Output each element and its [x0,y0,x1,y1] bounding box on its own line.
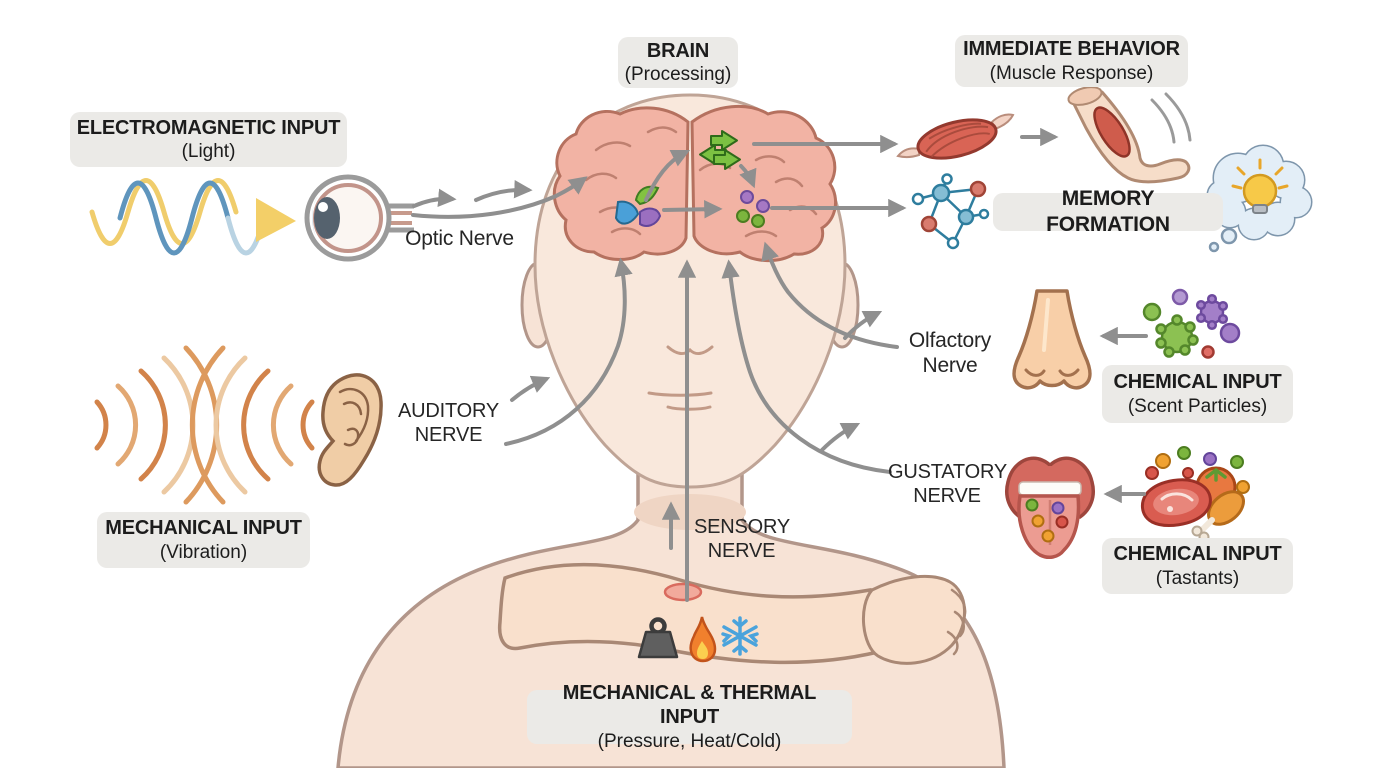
mechanical-input-subtitle: (Vibration) [159,541,248,563]
mouth-tongue-icon [1005,456,1095,560]
chemical-input-scent-title: CHEMICAL INPUT [1113,371,1282,394]
sound-waves-icon [94,345,315,505]
hand-icon [861,574,967,665]
immediate-behavior-title: IMMEDIATE BEHAVIOR [963,38,1180,61]
brain-label-title: BRAIN [646,39,710,62]
sensory-nerve-label: SENSORY NERVE [694,516,791,562]
thought-bubble-icon [1206,144,1313,253]
chemical-input-tastants-title: CHEMICAL INPUT [1113,543,1282,566]
lightbulb-icon [1231,158,1289,214]
gustatory-nerve-label: GUSTATORY NERVE [888,461,1007,507]
brain-label: BRAIN (Processing) [618,37,738,88]
fire-icon [689,616,717,663]
scent-particles-icon [1142,288,1241,359]
snowflake-icon [721,616,759,656]
brain-activity-shapes [614,185,662,227]
olfactory-nerve-label: Olfactory Nerve [908,329,992,377]
chemical-input-scent-label: CHEMICAL INPUT (Scent Particles) [1102,365,1293,423]
mechanical-input-title: MECHANICAL INPUT [105,517,302,540]
flexing-limb-icon [1067,86,1192,184]
chemical-input-scent-subtitle: (Scent Particles) [1127,395,1268,417]
immediate-behavior-subtitle: (Muscle Response) [989,62,1154,84]
pressure-point-icon [663,582,703,602]
nose-icon [1012,289,1092,390]
memory-formation-label: MEMORY FORMATION [993,187,1223,236]
brain-label-subtitle: (Processing) [624,64,732,86]
neural-network-icon [911,173,990,250]
light-waves-icon [89,178,296,256]
eye-icon [304,174,414,262]
mechanical-thermal-input-title: MECHANICAL & THERMAL INPUT [562,682,817,729]
chemical-input-tastants-label: CHEMICAL INPUT (Tastants) [1102,538,1293,594]
forearm [497,562,880,665]
auditory-nerve-label: AUDITORY NERVE [397,400,500,446]
optic-nerve-arrow [411,176,588,219]
gustatory-nerve-arrow [721,259,892,474]
electromagnetic-input-title: ELECTROMAGNETIC INPUT [76,116,341,139]
brain-icon [552,104,838,262]
chemical-input-tastants-subtitle: (Tastants) [1155,567,1240,589]
immediate-behavior-label: IMMEDIATE BEHAVIOR (Muscle Response) [955,35,1188,87]
memory-formation-title: MEMORY FORMATION [1046,187,1170,236]
muscle-icon [896,113,1015,160]
nerve-pathway-arrows [411,127,1148,602]
food-icon [1141,446,1250,543]
mechanical-input-label: MECHANICAL INPUT (Vibration) [97,512,310,568]
weight-icon [637,617,679,659]
tastant-dots [1145,446,1250,494]
optic-nerve-label: Optic Nerve [405,227,514,250]
electromagnetic-input-label: ELECTROMAGNETIC INPUT (Light) [70,112,347,167]
electromagnetic-input-subtitle: (Light) [181,141,236,163]
neural-dots-icon [736,190,770,228]
mechanical-thermal-input-label: MECHANICAL & THERMAL INPUT (Pressure, He… [527,682,852,752]
auditory-nerve-arrow [504,257,633,446]
mechanical-thermal-input-subtitle: (Pressure, Heat/Cold) [597,730,782,752]
olfactory-nerve-arrow [761,241,899,349]
green-arrows-icon [699,130,741,170]
ear-icon [317,373,383,487]
